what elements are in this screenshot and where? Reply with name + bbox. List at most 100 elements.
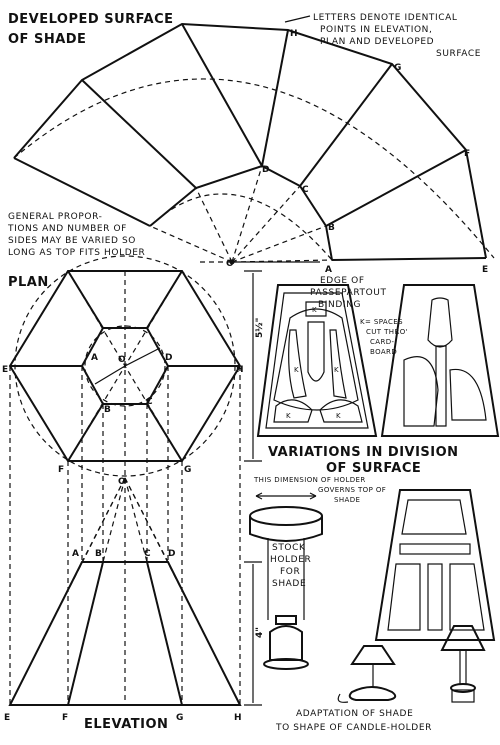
elevation-edge-line (146, 561, 183, 706)
note-proportions-line4: LONG AS TOP FITS HOLDER (8, 248, 145, 258)
fold-line (299, 63, 393, 187)
plan-radius-line (94, 365, 126, 385)
lamp-foot (451, 689, 475, 703)
cutout-label-k: K (294, 366, 299, 374)
heading-adaptation-line1: ADAPTATION OF SHADE (296, 709, 413, 719)
note-holder-dim-line1: THIS DIMENSION OF HOLDER (253, 476, 366, 484)
cutout-label-k: K (336, 412, 341, 420)
heading-developed-surface-line1: DEVELOPED SURFACE (8, 12, 174, 27)
holder-socket (269, 615, 303, 661)
label-g-elevation: G (176, 713, 183, 723)
cutout-right (449, 368, 487, 421)
note-passepartout-line3: BINDING (318, 300, 361, 310)
note-leader-line (284, 15, 311, 23)
note-stock-line1: STOCK (272, 543, 306, 553)
note-holder-dim-line3: SHADE (334, 496, 360, 504)
note-proportions-line3: SIDES MAY BE VARIED SO (8, 236, 136, 246)
fold-line (325, 149, 467, 227)
small-candle-lamp (337, 645, 397, 703)
label-h-development: H (290, 29, 298, 39)
plan-dimension-text: 5½" (254, 318, 265, 338)
label-d-elevation: D (168, 549, 175, 559)
note-spaces-line2: CUT THRO' (366, 328, 408, 336)
label-g-plan: G (184, 465, 191, 475)
plan-inner-dashed-circle (84, 325, 166, 407)
note-holder-dim-line2: GOVERNS TOP OF (318, 486, 386, 494)
cutout-right (329, 329, 347, 399)
fold-line (13, 157, 151, 227)
note-proportions-line2: TIONS AND NUMBER OF (7, 224, 127, 234)
cutout-right (449, 563, 485, 631)
holder-rim (249, 506, 323, 526)
lamp-column (459, 649, 467, 685)
note-letters-line3: PLAN AND DEVELOPED (320, 37, 434, 47)
heading-developed-surface-line2: OF SHADE (8, 32, 86, 47)
label-a-elevation: A (72, 549, 79, 559)
label-c-plan: C (146, 397, 153, 407)
elevation-figure: O A B C D E F G H 4" (4, 366, 265, 723)
note-stock-line3: FOR (280, 567, 300, 577)
label-a-plan: A (91, 353, 98, 363)
note-passepartout-line2: PASSEPARTOUT (310, 288, 387, 298)
label-b-development: B (328, 223, 335, 233)
heading-adaptation-line2: TO SHAPE OF CANDLE-HOLDER (275, 723, 432, 733)
lamp-base (450, 683, 476, 693)
cutout-stem (435, 345, 447, 427)
cutout-bottom-right (319, 399, 363, 423)
note-letters-line2: POINTS IN ELEVATION, (320, 25, 432, 35)
label-a-development: A (325, 265, 332, 275)
label-d-plan: D (165, 353, 172, 363)
radial-construction-lines (149, 165, 333, 263)
lamp-handle (337, 693, 349, 703)
label-f-elevation: F (62, 713, 68, 723)
note-letters-line1: LETTERS DENOTE IDENTICAL (313, 13, 458, 23)
cutout-top (305, 301, 327, 317)
label-e-plan: E (2, 365, 8, 375)
variation-panel-right (380, 284, 500, 437)
cutout-band (399, 543, 471, 555)
outer-dashed-arc (13, 78, 495, 259)
developed-surface-figure: O H G F E D C B A (13, 22, 495, 275)
variation-panel-left: K K K K K (256, 284, 378, 437)
variation-panel-bottom (374, 489, 496, 641)
lamp-dish (348, 686, 397, 701)
cutout-label-k: K (312, 306, 317, 314)
projection-lines (9, 366, 241, 705)
label-b-plan: B (104, 405, 111, 415)
label-c-elevation: C (144, 549, 151, 559)
cutout-left (288, 329, 307, 399)
outer-polygon-edge (13, 22, 487, 259)
cutout-label-k: K (286, 412, 291, 420)
note-passepartout-line1: EDGE OF (320, 276, 365, 286)
cutout-label-k: K (334, 366, 339, 374)
label-b-elevation: B (95, 549, 102, 559)
lamp-shade (440, 625, 486, 651)
elevation-dimension-text: 4" (255, 627, 265, 638)
cutout-top (401, 499, 467, 535)
note-stock-line4: SHADE (272, 579, 306, 589)
note-spaces-line1: K= SPACES (360, 318, 403, 326)
fold-line (331, 257, 487, 261)
note-stock-line2: HOLDER (270, 555, 311, 565)
cutout-bottom-left (273, 399, 313, 423)
note-letters-line4: SURFACE (436, 49, 481, 59)
inner-polygon-edge (149, 164, 333, 261)
note-proportions-line1: GENERAL PROPOR- (8, 212, 102, 222)
heading-variations-line1: VARIATIONS IN DIVISION (268, 445, 459, 460)
label-o-elevation: O (118, 477, 126, 487)
development-center-o (229, 259, 235, 265)
label-c-development: C (302, 185, 309, 195)
label-e-development: E (482, 265, 488, 275)
cutout-center (307, 321, 325, 382)
fold-line (81, 79, 197, 189)
fold-line (261, 29, 289, 167)
heading-elevation: ELEVATION (84, 717, 168, 732)
holder-base (263, 658, 309, 670)
note-spaces-line3: CARD- (370, 338, 395, 346)
label-h-elevation: H (234, 713, 242, 723)
tall-candle-lamp (440, 625, 486, 703)
holder-dimension-arrows (255, 492, 317, 500)
cutout-left (403, 356, 439, 427)
